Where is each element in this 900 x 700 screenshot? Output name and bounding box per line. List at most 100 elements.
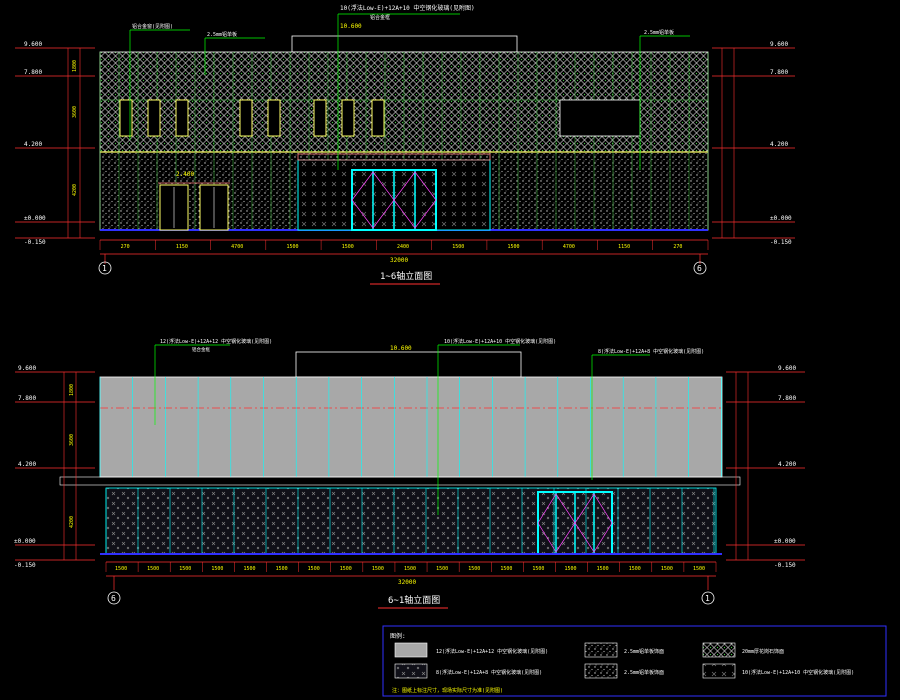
window (313, 99, 327, 137)
legend-swatch (702, 642, 736, 658)
dim-label: 3600 (69, 434, 75, 446)
parapet-top (291, 35, 518, 53)
dim-label: 1500 (661, 566, 673, 572)
dim-label: 4700 (231, 244, 243, 250)
level-label: -0.150 (14, 562, 36, 569)
level-label: 9.600 (18, 365, 36, 372)
legend-title: 图例: (390, 632, 406, 640)
parapet-level: 10.600 (340, 23, 362, 30)
window (147, 99, 161, 137)
elevation-top: 2.400 10(浮法Low-E)+12A+10 中空钢化玻璃(见附图) 铝合金… (15, 4, 795, 285)
dim-label: 4700 (563, 244, 575, 250)
level-label: 4.200 (24, 141, 42, 148)
window (119, 99, 133, 137)
lower-mullions (105, 488, 715, 554)
legend-label: 2.5mm铝单板饰面 (624, 669, 664, 676)
dim-label: 1500 (340, 566, 352, 572)
top-note-sub: 铝合金框 (370, 14, 390, 21)
note-left: 12(浮法Low-E)+12A+12 中空钢化玻璃(见附图) (160, 338, 272, 345)
level-label: -0.150 (770, 239, 792, 246)
axis-label: 6 (111, 594, 116, 603)
dim-label: 1500 (276, 566, 288, 572)
level-label: 7.800 (24, 69, 42, 76)
note-mid: 2.5mm铝单板 (207, 31, 237, 38)
level-label: 7.800 (18, 395, 36, 402)
door-level-label: 2.400 (176, 171, 194, 178)
dim-label: 1500 (532, 566, 544, 572)
dim-label: 1500 (452, 244, 464, 250)
parapet-bottom (295, 351, 522, 378)
legend-label: 12(浮法Low-E)+12A+12 中空钢化玻璃(见附图) (436, 648, 548, 655)
legend-swatch (584, 663, 618, 679)
canopy (59, 476, 741, 486)
dim-label: 1500 (286, 244, 298, 250)
legend-label: 10(浮法Low-E)+12A+10 中空钢化玻璃(见附图) (742, 669, 854, 676)
dim-label: 1500 (115, 566, 127, 572)
legend: 图例: 12(浮法Low-E)+12A+12 中空钢化玻璃(见附图) 2.5mm… (382, 625, 887, 697)
curtain-mullions (99, 377, 722, 477)
legend-frame (382, 625, 887, 697)
window (267, 99, 281, 137)
dim-label: 1500 (147, 566, 159, 572)
left-level-markers: 9.600 7.800 4.200 ±0.000 -0.150 1800 360… (14, 365, 95, 569)
upper-windows (119, 99, 385, 137)
level-label: ±0.000 (770, 215, 792, 222)
dim-label: 1500 (342, 244, 354, 250)
lower-glazing (105, 487, 717, 555)
note-mid: 10(浮法Low-E)+12A+10 中空钢化玻璃(见附图) (444, 338, 556, 345)
dim-label: 1500 (500, 566, 512, 572)
legend-swatch (584, 642, 618, 658)
dim-label: 1500 (508, 244, 520, 250)
dim-label: 270 (121, 244, 130, 250)
dim-label: 1500 (693, 566, 705, 572)
level-label: -0.150 (774, 562, 796, 569)
dim-label: 1500 (629, 566, 641, 572)
legend-swatch (394, 663, 428, 679)
level-label: 7.800 (778, 395, 796, 402)
legend-label: 2.5mm铝单板饰面 (624, 648, 664, 655)
dim-label: 3600 (72, 106, 78, 118)
total-length: 32000 (398, 579, 416, 586)
level-label: ±0.000 (774, 538, 796, 545)
dim-label: 2400 (397, 244, 409, 250)
dim-label: 1500 (436, 566, 448, 572)
legend-swatch (702, 663, 736, 679)
dim-label: 1500 (597, 566, 609, 572)
dim-label: 1500 (565, 566, 577, 572)
dim-label: 4200 (69, 516, 75, 528)
dim-label: 1500 (404, 566, 416, 572)
axis-label: 1 (102, 264, 107, 273)
level-label: 4.200 (770, 141, 788, 148)
dim-label: 270 (673, 244, 682, 250)
elevation-bottom: 12(浮法Low-E)+12A+12 中空钢化玻璃(见附图) 10(浮法Low-… (14, 338, 805, 609)
note-right: 2.5mm铝单板 (644, 29, 674, 36)
total-length: 32000 (390, 257, 408, 264)
right-level-markers: 9.600 7.800 4.200 ±0.000 -0.150 (726, 365, 805, 569)
top-note-main: 10(浮法Low-E)+12A+10 中空钢化玻璃(见附图) (340, 4, 475, 12)
level-label: 7.800 (770, 69, 788, 76)
large-window (559, 99, 641, 137)
axis-bubble (98, 261, 112, 275)
elevation-title: 6~1轴立面图 (388, 594, 440, 606)
note-right: 8(浮法Low-E)+12A+8 中空钢化玻璃(见附图) (598, 348, 704, 355)
dim-label: 1500 (468, 566, 480, 572)
window (239, 99, 253, 137)
left-level-markers: 9.600 7.800 4.200 ±0.000 -0.150 1800 360… (15, 41, 95, 246)
dim-label: 1500 (179, 566, 191, 572)
level-label: 4.200 (778, 461, 796, 468)
window (341, 99, 355, 137)
dim-label: 1150 (618, 244, 630, 250)
axis-bubble (701, 591, 715, 605)
dim-label: 1800 (69, 384, 75, 396)
level-label: 9.600 (24, 41, 42, 48)
right-level-markers: 9.600 7.800 4.200 ±0.000 -0.150 (712, 41, 795, 246)
curtain-wall-grey (99, 376, 723, 478)
level-label: 9.600 (770, 41, 788, 48)
dim-label: 4200 (72, 184, 78, 196)
dim-label: 1800 (72, 60, 78, 72)
dim-label: 1500 (243, 566, 255, 572)
dim-label: 1500 (211, 566, 223, 572)
note-left: 铝合金窗(见附图) (132, 23, 173, 30)
legend-label: 20mm厚花岗石饰面 (742, 648, 784, 655)
